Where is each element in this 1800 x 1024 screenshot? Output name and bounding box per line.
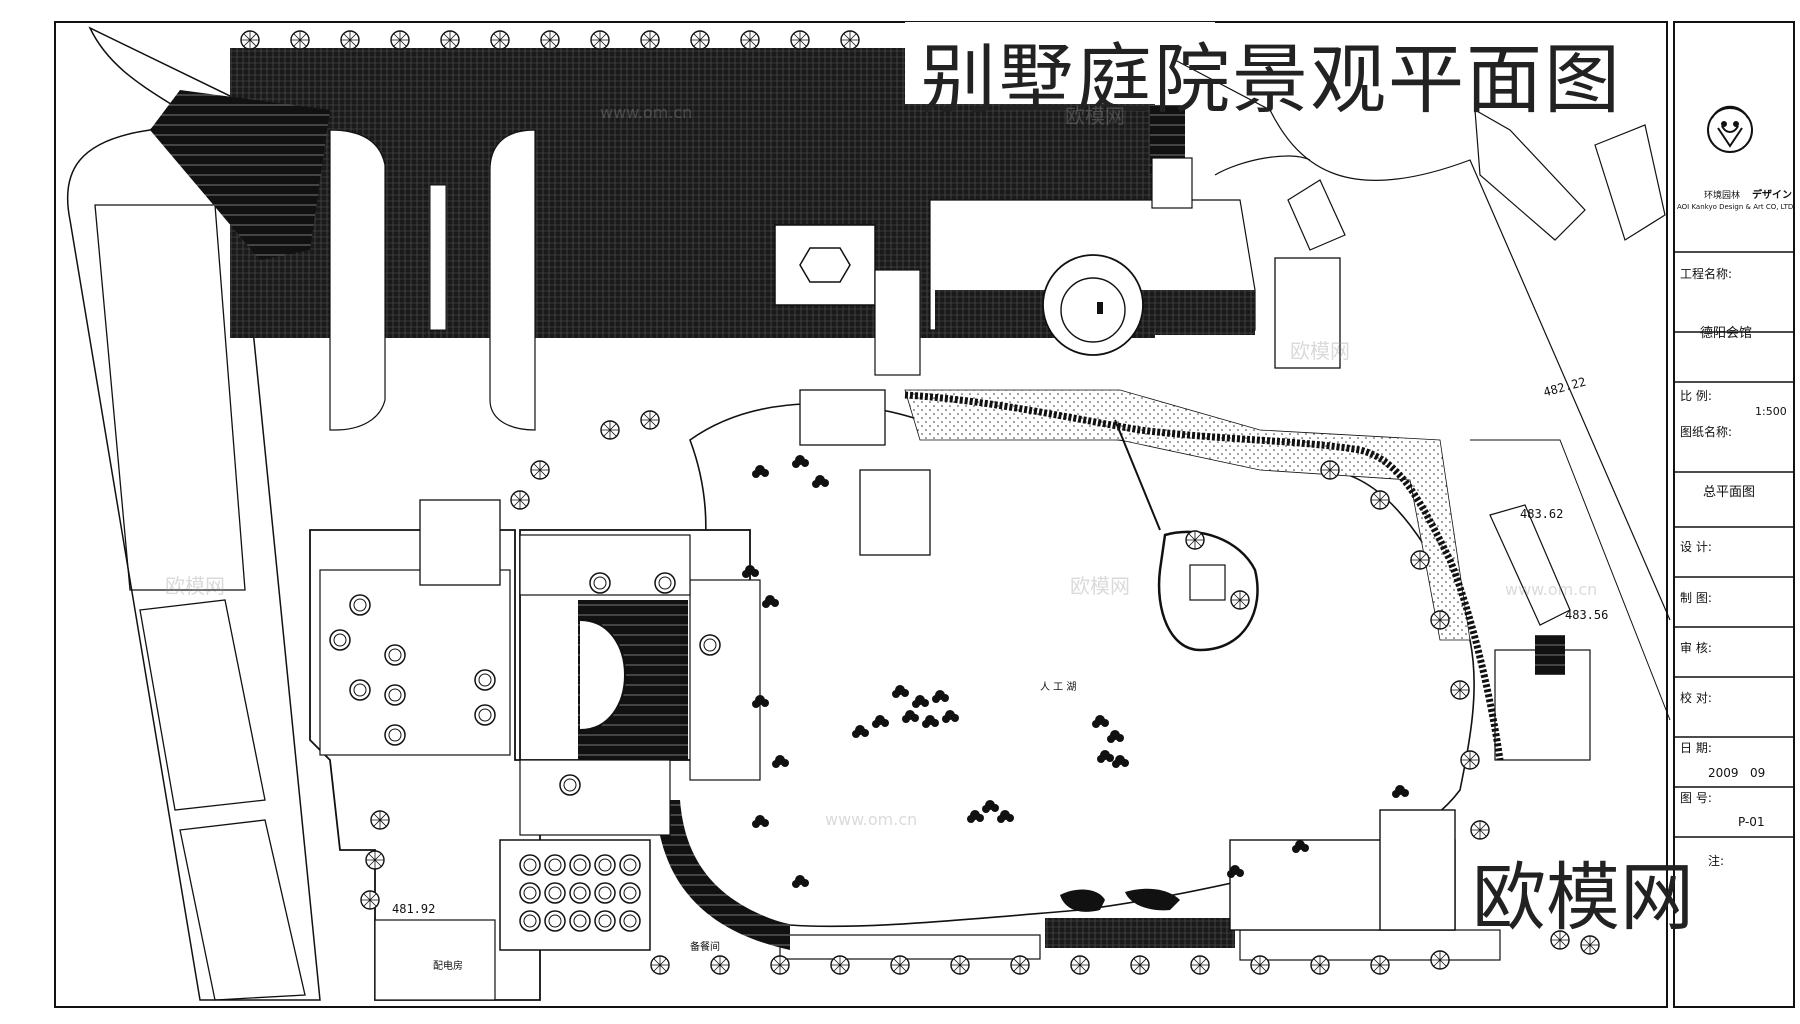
watermark-text: 欧模网 (1065, 104, 1125, 128)
island-pavilion (1189, 564, 1226, 601)
dock-building-rear (1379, 809, 1456, 931)
fountain-bed (429, 184, 447, 331)
company-name-en: AOI Kankyo Design & Art CO, LTD. (1677, 203, 1796, 211)
south-deck (1239, 929, 1501, 961)
ne-building-1 (1274, 257, 1341, 369)
roundabout-center (1060, 277, 1126, 343)
watermark-text: 欧模网 (1070, 574, 1130, 598)
court-arc (579, 619, 626, 731)
entry-lobby (419, 499, 501, 586)
se-stairs (1535, 635, 1565, 675)
elevation-label: 483.56 (1565, 608, 1609, 622)
watermark-url: www.om.cn (825, 810, 918, 829)
ne-parcel-1 (1474, 108, 1586, 241)
scale-label: 比 例: (1680, 389, 1712, 403)
watermark-url: www.om.cn (600, 103, 693, 122)
company-logo-icon (1707, 105, 1753, 153)
title-cutout (905, 22, 1215, 104)
elevation-label: 483.62 (1520, 507, 1564, 521)
lake-rocks-2 (1125, 888, 1180, 911)
annex-building (874, 269, 921, 376)
power-room-block (374, 919, 496, 1001)
bridge-path (1114, 419, 1161, 531)
scale-value: 1:500 (1755, 405, 1787, 418)
watermark-text: 欧模网 (165, 574, 225, 598)
title-block-frame (1673, 21, 1795, 1008)
brand-watermark: 欧模网 (1472, 855, 1694, 941)
date-label: 日 期: (1680, 741, 1712, 755)
drawing-number-label: 图 号: (1680, 791, 1712, 805)
project-label: 工程名称: (1680, 267, 1733, 281)
monument (1097, 302, 1103, 314)
small-building-ne (1151, 157, 1193, 209)
parking-strip-1 (94, 204, 246, 591)
drafter-label: 制 图: (1680, 591, 1712, 605)
designer-label: 设 计: (1680, 540, 1712, 554)
stream (904, 391, 1504, 761)
title-block-grid (1674, 251, 1794, 838)
drawing-border (54, 21, 1668, 1008)
south-walkway (779, 934, 1041, 960)
drawing-name-value: 总平面图 (1703, 485, 1756, 500)
watermark-text: 欧模网 (1290, 339, 1350, 363)
checker-label: 校 对: (1680, 691, 1712, 705)
note-label: 注: (1708, 854, 1725, 868)
date-value: 2009 09 (1708, 766, 1766, 780)
north-pavilion (799, 389, 886, 446)
project-value: 德阳会馆 (1700, 326, 1753, 341)
west-dining-hall (319, 569, 511, 756)
reviewer-label: 审 核: (1680, 641, 1712, 655)
ne-parcel-2 (1594, 124, 1666, 241)
company-name-kana: デザイン (1752, 190, 1792, 201)
east-wing (689, 579, 761, 781)
drawing-number-value: P-01 (1738, 815, 1765, 829)
drawing-title: 别墅庭院景观平面图 (920, 35, 1622, 124)
ne-road (1174, 59, 1671, 621)
ne-parcel-3 (1489, 504, 1571, 626)
north-tree-row (240, 30, 860, 50)
lounge-block (519, 759, 671, 836)
entrance-ramp (150, 90, 330, 260)
kitchen-label: 备餐间 (690, 942, 720, 953)
parking-strip-2 (139, 599, 266, 811)
company-name-jp: 环境园林 (1704, 191, 1741, 201)
road-outline (66, 26, 321, 1001)
drawing-name-label: 图纸名称: (1680, 425, 1733, 439)
parking-strip-3 (179, 819, 306, 1001)
banquet-tables (519, 854, 641, 932)
lake-label: 人 工 湖 (1040, 682, 1077, 693)
tea-pavilion (859, 469, 931, 556)
lake-rocks (1060, 889, 1105, 912)
cutout-mid (489, 129, 536, 431)
watermark-url: www.om.cn (1505, 580, 1598, 599)
pavilion-roof (799, 247, 851, 283)
south-dark-paving (1045, 918, 1235, 948)
ne-curve (1214, 155, 1311, 176)
east-edge-line (1470, 439, 1671, 721)
ne-building-2 (1287, 179, 1346, 251)
power-room-label: 配电房 (433, 961, 463, 972)
north-bank-planting (904, 389, 1471, 641)
elevation-label: 481.92 (392, 902, 436, 916)
cutout-left (329, 129, 386, 431)
